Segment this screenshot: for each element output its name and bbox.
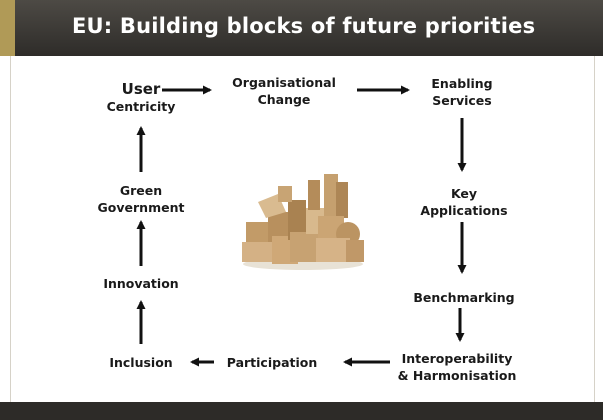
slide-title: EU: Building blocks of future priorities [72,14,536,38]
node-green-government: Green Government [97,183,185,215]
node-interoperability-harmonisation: Interoperability & Harmonisation [397,351,517,383]
node-organisational-change: Organisational Change [232,75,336,107]
node-key-applications: Key Applications [420,186,508,218]
title-bar: EU: Building blocks of future priorities [0,0,603,56]
node-innovation: Innovation [103,276,179,291]
title-accent-bar [0,0,15,56]
content-frame [10,56,595,402]
node-participation: Participation [226,355,318,370]
node-benchmarking: Benchmarking [413,290,515,305]
node-enabling-services: Enabling Services [431,76,493,108]
wooden-building-blocks-image [242,174,364,270]
node-inclusion: Inclusion [109,355,173,370]
footer-bar [0,402,603,420]
node-user-centricity: User Centricity [106,80,176,115]
